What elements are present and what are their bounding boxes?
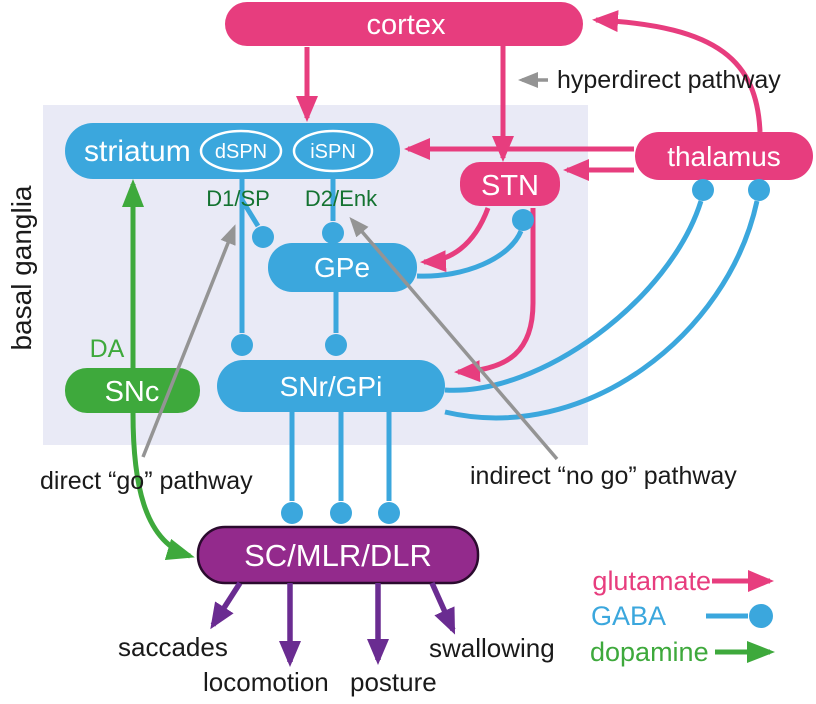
stn-node: [460, 162, 560, 206]
saccades-label: saccades: [118, 632, 228, 662]
gpe-stn-gaba-terminal: [512, 209, 534, 231]
snr-thalamus-gaba-terminal-2: [748, 179, 770, 201]
thalamus-to-cortex-glutamate-arrow: [592, 10, 763, 133]
thalamus-label: thalamus: [667, 141, 781, 172]
cortex-label: cortex: [367, 9, 446, 41]
stn-to-snr-gpi-glutamate-arrow: [454, 208, 536, 383]
snr-gpi-node: [217, 360, 445, 412]
snr-sc-gaba-terminal-1: [281, 502, 303, 524]
snr-sc-gaba-terminal-3: [378, 502, 400, 524]
snr-sc-gaba-terminal-2: [330, 502, 352, 524]
ispn-gpe-gaba-terminal: [322, 222, 344, 244]
sc-to-saccades-arrow: [210, 581, 243, 630]
snc-to-sc-dopamine-arrow: [130, 412, 195, 560]
gpe-to-stn-gaba-line: [416, 229, 524, 279]
direct-pathway-pointer-arrow: [141, 224, 236, 458]
stn-label: STN: [481, 170, 539, 202]
legend-dopamine-label: dopamine: [590, 637, 709, 667]
locomotion-label: locomotion: [203, 667, 329, 697]
legend-gaba-terminal: [749, 604, 773, 628]
hyperdirect-pathway-label: hyperdirect pathway: [557, 66, 781, 94]
striatum-label: striatum: [84, 135, 191, 168]
indirect-pathway-pointer-arrow: [349, 216, 559, 461]
cortex-node: [225, 2, 583, 46]
indirect-pathway-label: indirect “no go” pathway: [470, 462, 737, 490]
swallowing-label: swallowing: [429, 633, 555, 663]
gpe-label: GPe: [314, 252, 370, 283]
thalamus-node: [635, 132, 813, 180]
sc-mlr-dlr-label: SC/MLR/DLR: [244, 538, 432, 573]
snr-thalamus-gaba-terminal-1: [692, 179, 714, 201]
dspn-to-gpe-gaba-branch: [239, 198, 261, 228]
d2-enk-label: D2/Enk: [305, 186, 378, 211]
da-label: DA: [90, 335, 125, 363]
basal-ganglia-region-label: basal ganglia: [6, 185, 37, 350]
dspn-gpe-gaba-terminal: [252, 226, 274, 248]
legend-gaba-label: GABA: [591, 601, 666, 631]
snr-gpi-to-thalamus-gaba-line-2: [444, 200, 760, 421]
snc-label: SNc: [105, 376, 160, 408]
gpe-snr-gaba-terminal: [325, 334, 347, 356]
gpe-node: [268, 243, 417, 292]
legend-glutamate-label: glutamate: [592, 566, 711, 596]
posture-label: posture: [350, 667, 437, 697]
dspn-label: dSPN: [215, 141, 267, 163]
sc-mlr-dlr-node: [196, 525, 480, 585]
sc-to-swallowing-arrow: [429, 581, 456, 635]
d1-sp-label: D1/SP: [206, 186, 270, 211]
snr-gpi-label: SNr/GPi: [280, 371, 383, 402]
ispn-oval: [292, 129, 374, 173]
ispn-label: iSPN: [310, 141, 356, 163]
stn-to-gpe-glutamate-arrow: [420, 207, 491, 273]
snr-gpi-to-thalamus-gaba-line-1: [444, 200, 704, 393]
direct-pathway-label: direct “go” pathway: [40, 467, 253, 495]
dspn-snr-gaba-terminal: [231, 334, 253, 356]
striatum-node: [65, 123, 400, 179]
dspn-oval: [199, 129, 283, 173]
